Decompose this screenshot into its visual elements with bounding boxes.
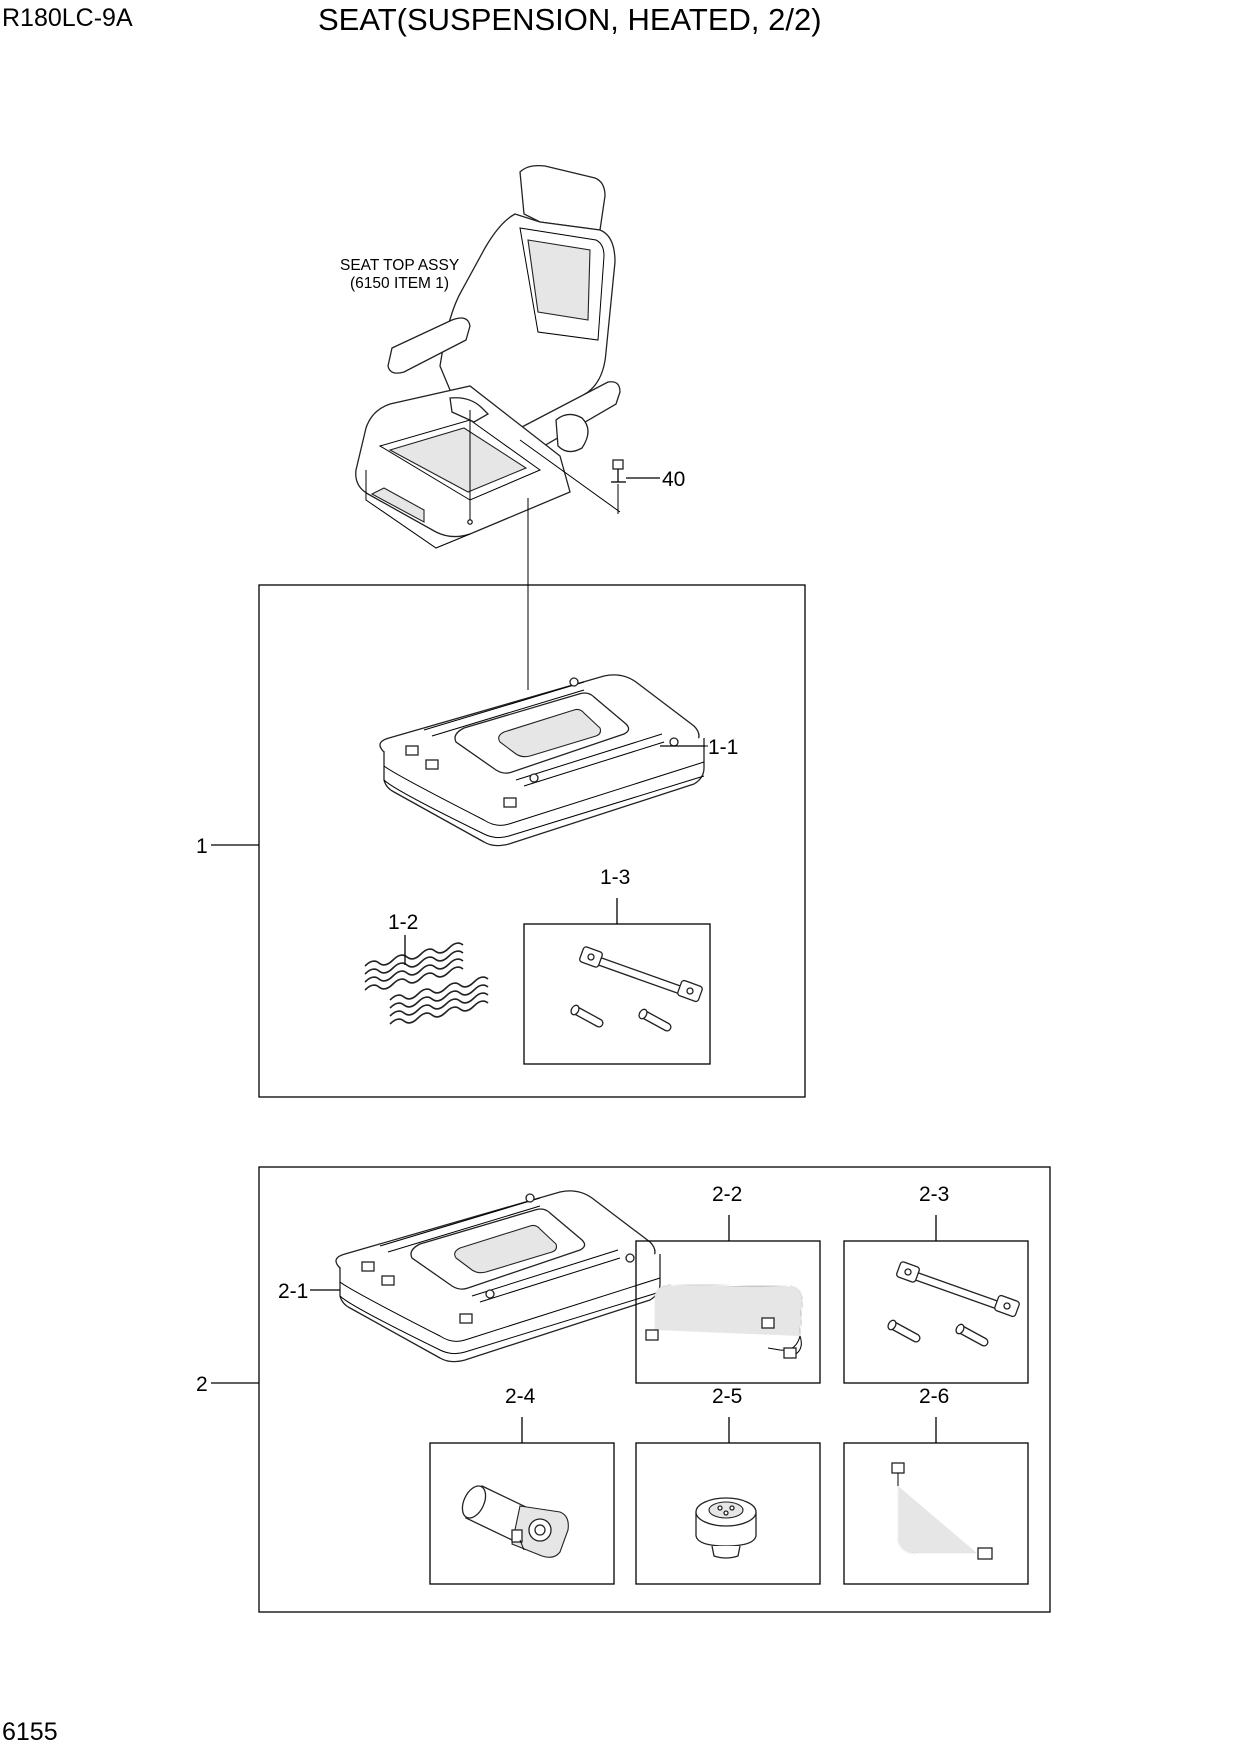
seat-top-note-line1: SEAT TOP ASSY bbox=[340, 257, 459, 274]
compressor-2-4 bbox=[461, 1485, 569, 1558]
callout-2-5: 2-5 bbox=[712, 1385, 742, 1408]
suspension-unit-2-1 bbox=[335, 1190, 661, 1363]
callout-2: 2 bbox=[196, 1373, 208, 1396]
cable-2-6 bbox=[891, 1462, 993, 1560]
box-2-2 bbox=[635, 1240, 821, 1384]
damper-kit-2-3 bbox=[886, 1261, 1020, 1342]
page-number: 6155 bbox=[2, 1718, 58, 1746]
callout-2-4: 2-4 bbox=[505, 1385, 536, 1408]
bolt-40-drawing bbox=[611, 459, 626, 514]
damper-kit-1-3 bbox=[569, 946, 703, 1027]
heater-harness-2-2 bbox=[645, 1284, 803, 1359]
seat-top-assembly-drawing bbox=[355, 164, 621, 549]
callout-2-6: 2-6 bbox=[919, 1385, 949, 1408]
kit-1-frame bbox=[258, 584, 806, 1098]
callout-40: 40 bbox=[662, 468, 685, 491]
callout-1-2: 1-2 bbox=[388, 911, 418, 934]
kit-2-frame bbox=[258, 1166, 1051, 1613]
model-code: R180LC-9A bbox=[2, 4, 133, 32]
callout-1: 1 bbox=[196, 835, 208, 858]
callout-1-3: 1-3 bbox=[600, 866, 630, 889]
control-knob-2-5 bbox=[695, 1497, 757, 1559]
seat-top-note-line2: (6150 ITEM 1) bbox=[350, 275, 449, 292]
springs-1-2 bbox=[364, 942, 489, 1025]
callout-2-3: 2-3 bbox=[919, 1183, 949, 1206]
callout-2-2: 2-2 bbox=[712, 1183, 742, 1206]
callout-2-1: 2-1 bbox=[278, 1280, 308, 1303]
page-title: SEAT(SUSPENSION, HEATED, 2/2) bbox=[318, 2, 822, 37]
box-2-5 bbox=[635, 1442, 821, 1585]
callout-1-1: 1-1 bbox=[708, 736, 738, 759]
suspension-unit-1-1 bbox=[379, 674, 705, 847]
box-2-6 bbox=[843, 1442, 1029, 1585]
